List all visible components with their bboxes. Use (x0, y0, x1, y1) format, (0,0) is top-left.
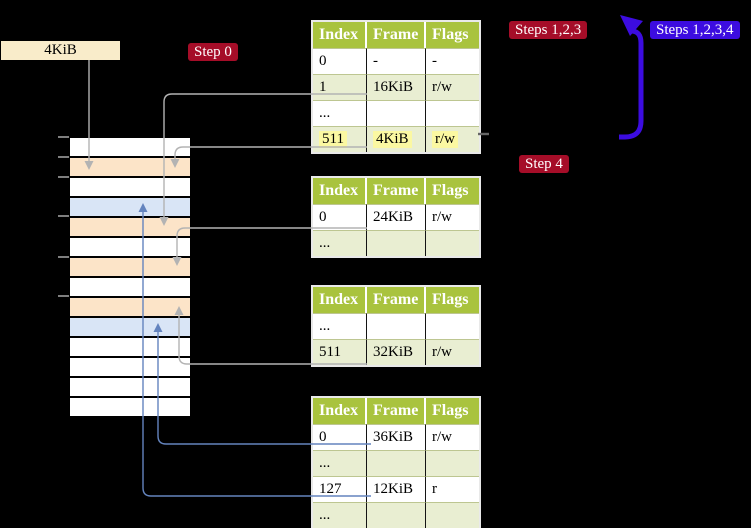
memory-frame-row (70, 136, 190, 156)
table-cell-highlighted: r/w (426, 126, 479, 152)
table-cell: r/w (426, 74, 479, 100)
memory-frame-row (70, 296, 190, 316)
level3-page-table: Index Frame Flags 0 24KiB r/w ... (311, 176, 481, 258)
highlight-text: r/w (432, 131, 458, 148)
table-cell: r/w (426, 424, 479, 450)
memory-frame-row (70, 376, 190, 396)
table-cell: 16KiB (367, 74, 426, 100)
highlight-text: 4KiB (373, 131, 412, 148)
memory-frame-row (70, 356, 190, 376)
table-cell: ... (313, 450, 367, 476)
badge-steps-1-2-3: Steps 1,2,3 (509, 21, 588, 39)
column-header-frame: Frame (367, 22, 426, 48)
table-cell: ... (313, 313, 367, 339)
table-cell: 36KiB (367, 424, 426, 450)
memory-frame-row (70, 196, 190, 216)
badge-step-0: Step 0 (188, 43, 238, 61)
column-header-index: Index (313, 22, 367, 48)
column-header-frame: Frame (367, 398, 426, 424)
table-cell: - (426, 48, 479, 74)
table-cell (367, 450, 426, 476)
memory-frame-row (70, 316, 190, 336)
physical-memory-stack (70, 136, 190, 416)
table-cell (426, 450, 479, 476)
table-cell: ... (313, 100, 367, 126)
column-header-index: Index (313, 178, 367, 204)
table-cell: r/w (426, 339, 479, 365)
table-cell: ... (313, 502, 367, 528)
table-cell: 127 (313, 476, 367, 502)
table-cell (426, 502, 479, 528)
frame-size-label: 4KiB (1, 41, 120, 60)
table-cell: 0 (313, 424, 367, 450)
table-cell (426, 313, 479, 339)
table-cell-highlighted: 511 (313, 126, 367, 152)
memory-frame-row (70, 276, 190, 296)
column-header-frame: Frame (367, 287, 426, 313)
table-cell (367, 100, 426, 126)
table-cell-highlighted: 4KiB (367, 126, 426, 152)
badge-steps-1-2-3-4: Steps 1,2,3,4 (650, 21, 740, 39)
level2-page-table: Index Frame Flags ... 511 32KiB r/w (311, 285, 481, 367)
highlight-text: 511 (319, 131, 347, 148)
column-header-index: Index (313, 398, 367, 424)
table-cell (426, 100, 479, 126)
memory-frame-row (70, 156, 190, 176)
table-cell: 12KiB (367, 476, 426, 502)
table-cell: ... (313, 230, 367, 256)
column-header-flags: Flags (426, 22, 479, 48)
column-header-flags: Flags (426, 398, 479, 424)
level1-page-table: Index Frame Flags 0 36KiB r/w ... 127 12… (311, 396, 481, 528)
memory-frame-row (70, 256, 190, 276)
memory-frame-row (70, 396, 190, 416)
recursive-loop-arrow (619, 15, 644, 140)
table-cell: 24KiB (367, 204, 426, 230)
address-tick-marks (58, 136, 69, 297)
table-cell: 0 (313, 48, 367, 74)
table-cell: 0 (313, 204, 367, 230)
memory-frame-row (70, 216, 190, 236)
table-cell: 32KiB (367, 339, 426, 365)
column-header-flags: Flags (426, 178, 479, 204)
column-header-frame: Frame (367, 178, 426, 204)
level4-page-table: Index Frame Flags 0 - - 1 16KiB r/w ... … (311, 20, 481, 154)
memory-frame-row (70, 236, 190, 256)
table-cell (367, 313, 426, 339)
table-cell: 511 (313, 339, 367, 365)
table-cell (367, 502, 426, 528)
table-cell (367, 230, 426, 256)
column-header-flags: Flags (426, 287, 479, 313)
column-header-index: Index (313, 287, 367, 313)
table-cell: 1 (313, 74, 367, 100)
table-cell: r (426, 476, 479, 502)
memory-frame-row (70, 176, 190, 196)
table-cell: - (367, 48, 426, 74)
badge-step-4: Step 4 (519, 155, 569, 173)
table-cell (426, 230, 479, 256)
table-cell: r/w (426, 204, 479, 230)
memory-frame-row (70, 336, 190, 356)
